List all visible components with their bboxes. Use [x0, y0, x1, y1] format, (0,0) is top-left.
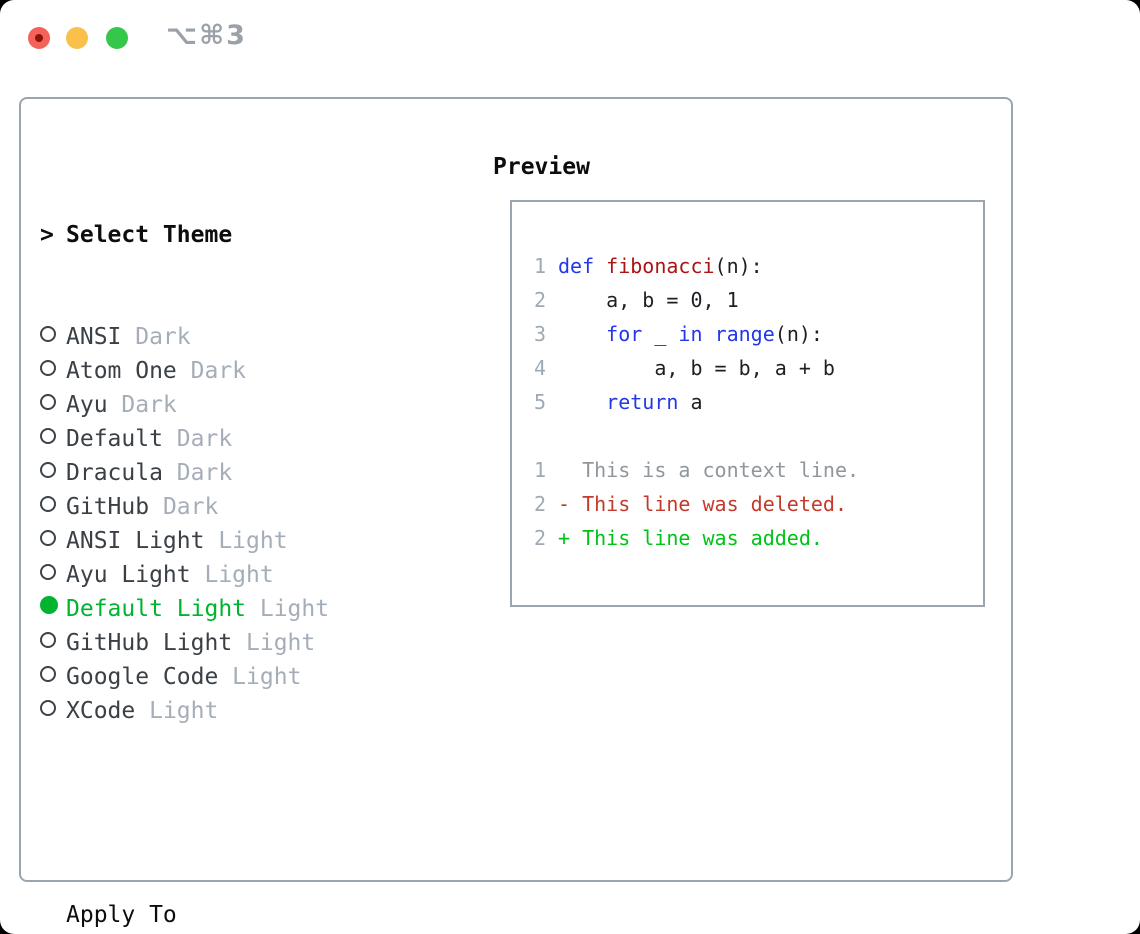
radio-icon [40, 354, 66, 388]
theme-option-default[interactable]: Default Dark [40, 422, 428, 456]
radio-icon [40, 558, 66, 592]
line-number: 3 [533, 322, 546, 346]
spacer [40, 796, 428, 830]
close-button[interactable] [28, 27, 50, 49]
theme-option-ayu-light[interactable]: Ayu Light Light [40, 558, 428, 592]
radio-icon [40, 456, 66, 490]
select-theme-header: > Select Theme [40, 218, 428, 252]
radio-icon [40, 320, 66, 354]
keyboard-shortcut-label: ⌥⌘3 [166, 20, 247, 51]
preview-line-code-5: 5 return a [522, 385, 975, 419]
select-theme-title: Select Theme [66, 222, 233, 248]
line-number: 2 [533, 492, 546, 516]
line-number: 1 [533, 458, 546, 482]
preview-line-code-3: 3 for _ in range(n): [522, 317, 975, 351]
minimize-button[interactable] [66, 27, 88, 49]
radio-icon [40, 388, 66, 422]
theme-option-github-light[interactable]: GitHub Light Light [40, 626, 428, 660]
radio-icon [40, 524, 66, 558]
theme-option-dracula[interactable]: Dracula Dark [40, 456, 428, 490]
apply-to-header: Apply To [40, 898, 428, 932]
theme-option-atom-one[interactable]: Atom One Dark [40, 354, 428, 388]
apply-to-title: Apply To [66, 902, 177, 928]
theme-option-ayu[interactable]: Ayu Dark [40, 388, 428, 422]
radio-icon [40, 694, 66, 728]
close-dot-icon [35, 34, 43, 42]
preview-line-diff-1: 1 This is a context line. [522, 453, 975, 487]
line-number: 5 [533, 390, 546, 414]
preview-line-diff-3: 2+ This line was added. [522, 521, 975, 555]
line-number: 2 [533, 526, 546, 550]
radio-icon [40, 660, 66, 694]
line-number: 2 [533, 288, 546, 312]
radio-icon [40, 422, 66, 456]
radio-icon [40, 490, 66, 524]
radio-selected-icon [40, 592, 66, 626]
preview-line-code-4: 4 a, b = b, a + b [522, 351, 975, 385]
theme-option-github[interactable]: GitHub Dark [40, 490, 428, 524]
theme-option-default-light[interactable]: Default Light Light [40, 592, 428, 626]
prompt-icon: > [40, 222, 54, 248]
zoom-button[interactable] [106, 27, 128, 49]
theme-option-google-code[interactable]: Google Code Light [40, 660, 428, 694]
radio-icon [40, 626, 66, 660]
line-number: 4 [533, 356, 546, 380]
blank-line [522, 419, 975, 453]
theme-option-xcode[interactable]: XCode Light [40, 694, 428, 728]
line-number: 1 [533, 254, 546, 278]
preview-line-code-2: 2 a, b = 0, 1 [522, 283, 975, 317]
theme-option-ansi-light[interactable]: ANSI Light Light [40, 524, 428, 558]
preview-title: Preview [493, 154, 590, 180]
theme-option-ansi[interactable]: ANSI Dark [40, 320, 428, 354]
preview-line-diff-2: 2- This line was deleted. [522, 487, 975, 521]
